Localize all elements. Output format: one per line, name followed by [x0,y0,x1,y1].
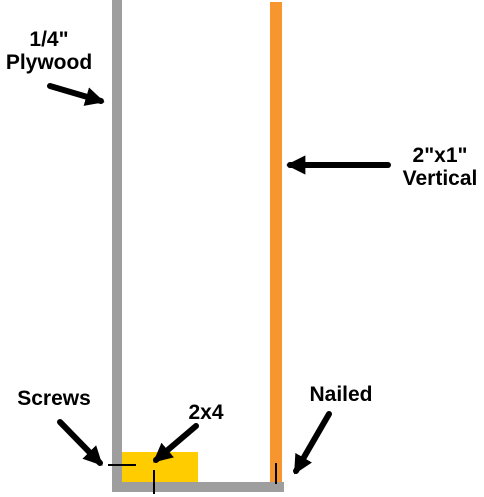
label-vertical-size: 2"x1" [412,144,468,167]
label-plywood-thickness: 1/4" [29,28,69,51]
label-plywood: 1/4" Plywood [0,28,98,74]
arrow-icon [293,411,332,475]
label-2x4: 2x4 [188,401,224,424]
arrow-icon [47,83,105,106]
plywood-vertical-panel [112,0,122,492]
label-vertical: 2"x1" Vertical [396,144,484,190]
label-plywood-name: Plywood [5,51,93,74]
vertical-board [270,2,282,482]
plywood-bottom-panel [112,482,284,492]
arrow-icon [153,423,199,463]
label-vertical-name: Vertical [402,167,478,190]
arrow-icon [57,419,103,466]
label-nailed: Nailed [309,383,373,406]
label-screws: Screws [17,387,91,410]
